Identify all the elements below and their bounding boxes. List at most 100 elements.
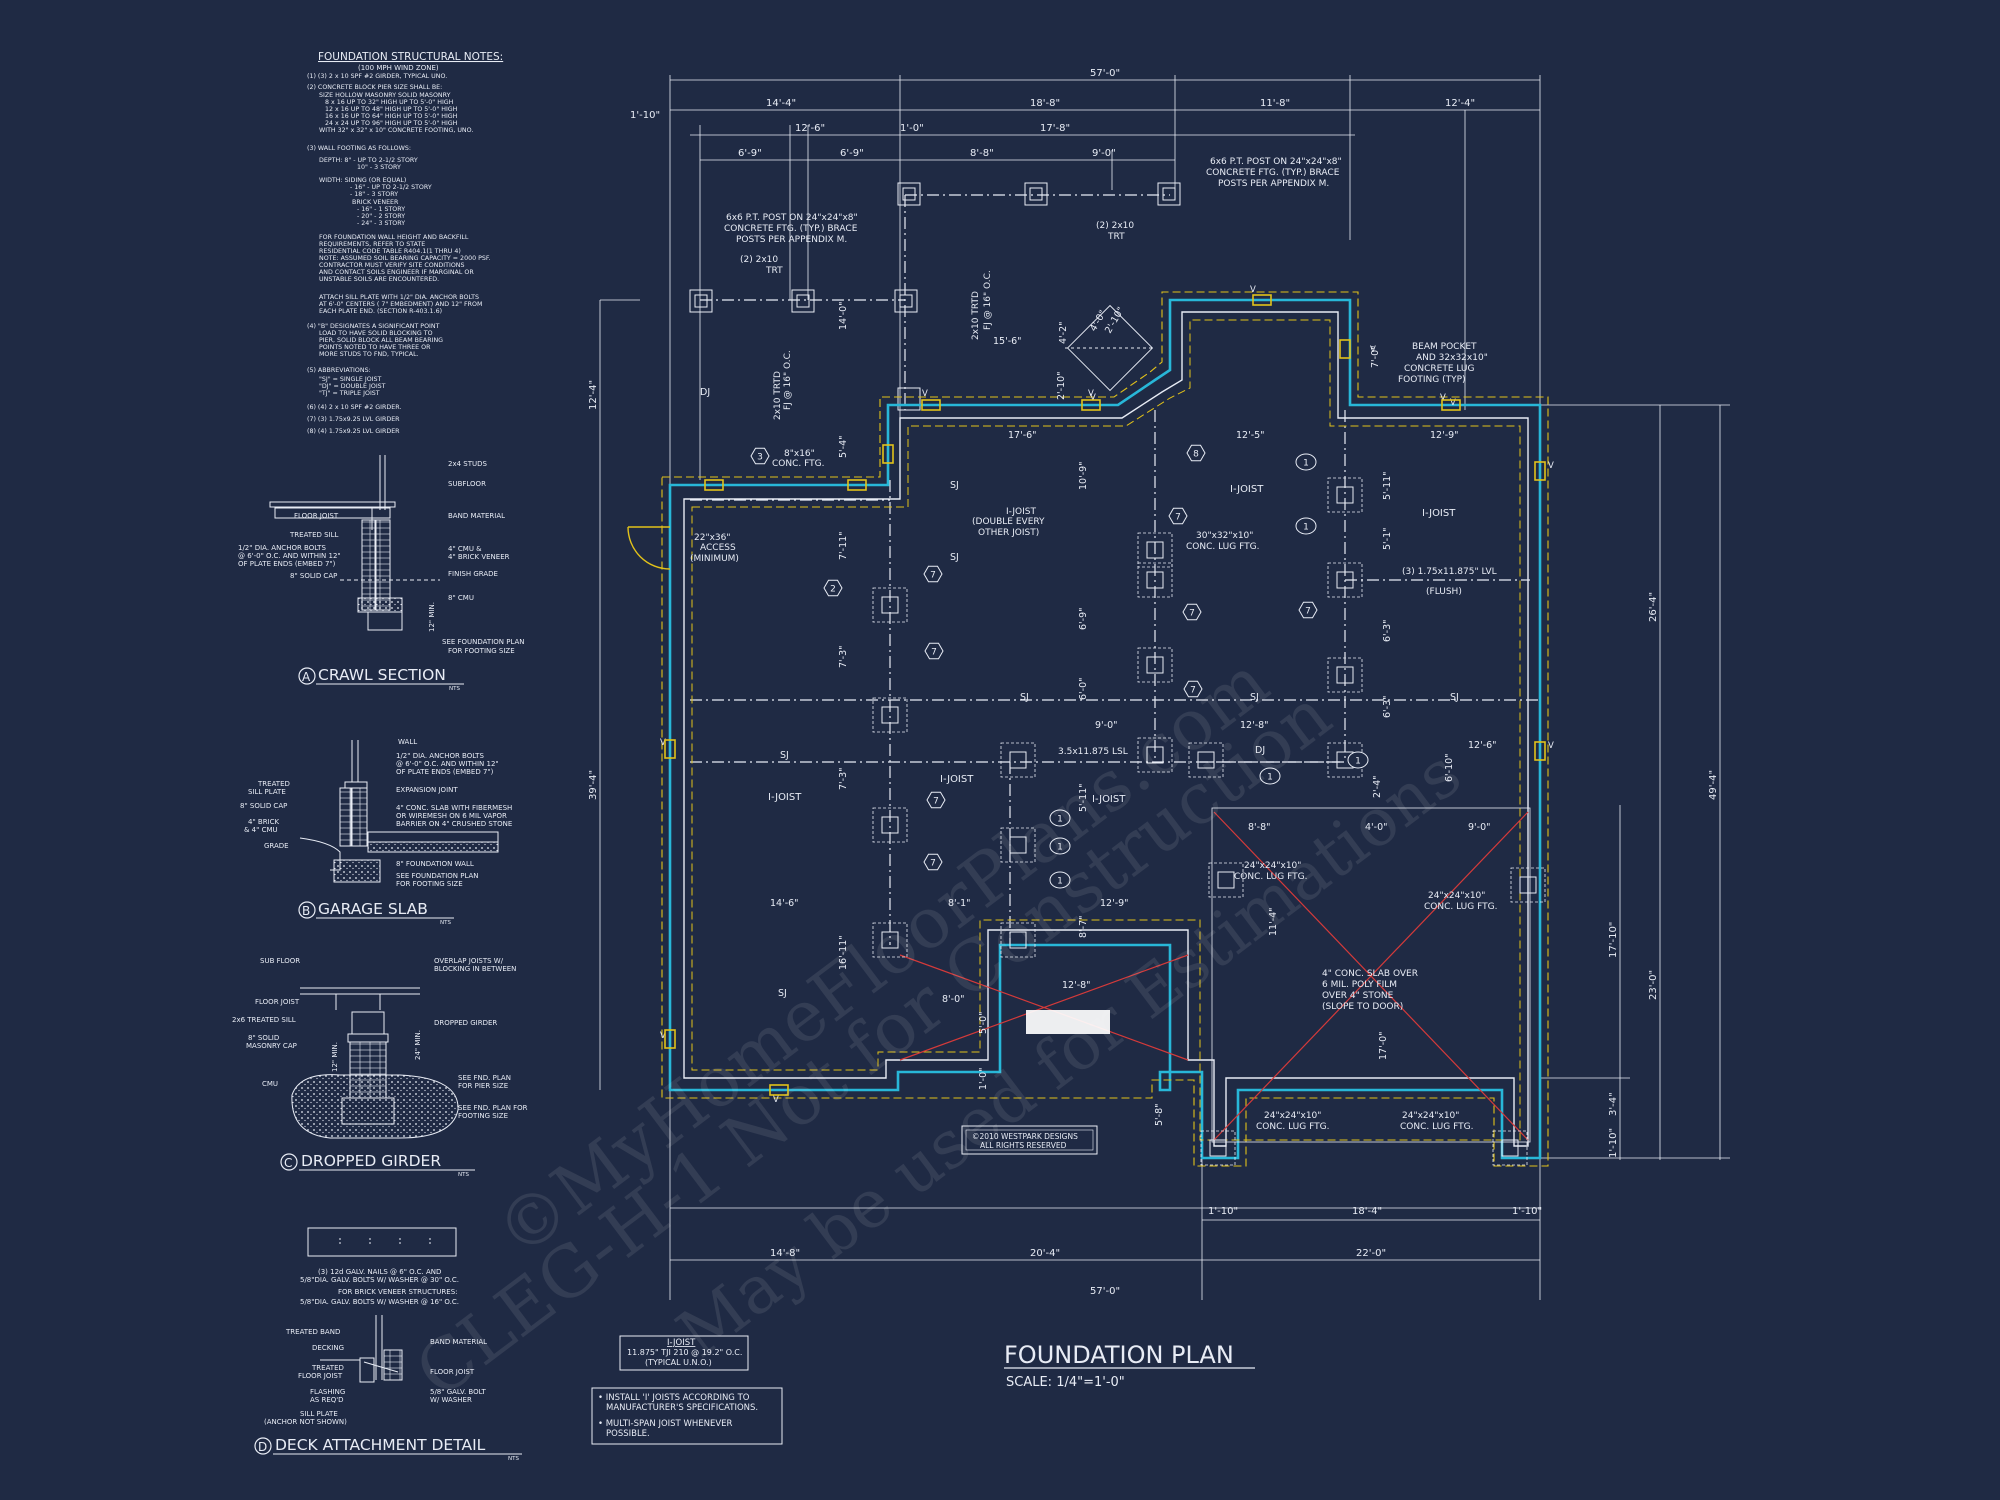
dim-inner: 7'-11" <box>838 531 849 560</box>
pier <box>1000 827 1036 863</box>
dim-inner: 2'-10" <box>1103 305 1127 335</box>
note-line: SIZE HOLLOW MASONRY SOLID MASONRY <box>319 92 451 99</box>
dim-right: 26'-4" <box>1648 592 1659 622</box>
plan-callout: 6x6 P.T. POST ON 24"x24"x8" <box>726 213 858 223</box>
dj-label: DJ <box>700 387 710 398</box>
piers <box>872 477 1546 1166</box>
plan-callout: CONCRETE LUG <box>1404 364 1475 374</box>
garage-label: EXPANSION JOINT <box>396 786 458 794</box>
dim-top: 9'-0" <box>1092 148 1116 159</box>
note-line: 16 x 16 UP TO 64" HIGH UP TO 5'-0" HIGH <box>325 113 458 120</box>
dim-inner: 12'-8" <box>1062 980 1091 991</box>
vent-label: V <box>1088 389 1094 399</box>
deck-label: FLASHING <box>310 1388 345 1396</box>
dim-top: 17'-8" <box>1040 123 1070 134</box>
ijoist-note-1: • INSTALL 'I' JOISTS ACCORDING TO <box>598 1393 750 1403</box>
plan-texts: 57'-0"14'-4"18'-8"11'-8"12'-4"1'-10"12'-… <box>588 68 1719 1297</box>
plan-callout: (DOUBLE EVERY <box>972 517 1045 527</box>
dim-bottom: 57'-0" <box>1090 1286 1120 1297</box>
footing-inner-outline <box>691 319 1521 1141</box>
dim-bottom: 1'-10" <box>1208 1206 1238 1217</box>
ijoist-legend: I-JOIST 11.875" TJI 210 @ 19.2" O.C. (TY… <box>591 1335 783 1445</box>
plan-callout: 24"x24"x10" <box>1264 1111 1321 1121</box>
sj-label: SJ <box>1450 692 1459 703</box>
note-line: BRICK VENEER <box>352 199 399 206</box>
garage-label: OF PLATE ENDS (EMBED 7") <box>396 768 494 776</box>
circle-tag-number: 1 <box>1303 459 1309 469</box>
dim-top: 14'-4" <box>766 98 796 109</box>
vent-marker <box>704 479 724 491</box>
circle-tag-number: 1 <box>1267 773 1273 783</box>
circle-tag: 1 <box>1347 751 1369 769</box>
dim-inner: 6'-3" <box>1382 696 1393 719</box>
circle-tag: 1 <box>1295 453 1317 471</box>
joist-label: I-JOIST <box>1230 484 1264 495</box>
note-line: - 24" - 3 STORY <box>357 220 405 227</box>
note-line: 10" - 3 STORY <box>357 164 401 171</box>
dim-inner: 10'-9" <box>1078 461 1089 490</box>
hex-tag-number: 7 <box>930 859 936 869</box>
crawl-label: SEE FOUNDATION PLAN <box>442 638 525 646</box>
crawl-label: FOR FOOTING SIZE <box>448 647 515 655</box>
deck-label: FOR BRICK VENEER STRUCTURES: <box>338 1288 458 1296</box>
dim-right: 3'-4" <box>1608 1092 1619 1116</box>
detail-dropped-girder <box>291 987 459 1139</box>
watermark-line-2: CLEG-H-1 Not for Construction <box>401 673 1346 1413</box>
plan-callout: CONC. LUG FTG. <box>1400 1122 1473 1132</box>
plan-callout: BEAM POCKET <box>1412 342 1477 352</box>
hex-tag: 7 <box>1168 507 1188 525</box>
hex-tag-number: 7 <box>930 571 936 581</box>
crawl-label: FINISH GRADE <box>448 570 498 578</box>
note-line: (3) WALL FOOTING AS FOLLOWS: <box>307 145 411 152</box>
garage-label: 8" SOLID CAP <box>240 802 287 810</box>
deck-label: FLOOR JOIST <box>298 1372 343 1380</box>
vent-label: V <box>1090 393 1096 403</box>
dim-inner: 1'-0" <box>978 1068 989 1091</box>
girder-label: 2x6 TREATED SILL <box>232 1016 296 1024</box>
plan-callout: 3.5x11.875 LSL <box>1058 747 1128 757</box>
vent-label: V <box>1370 345 1376 355</box>
note-line: (8) (4) 1.75x9.25 LVL GIRDER <box>307 428 400 435</box>
hex-tag-number: 3 <box>757 453 763 463</box>
plan-callout: 22"x36" <box>694 533 731 543</box>
deck-label: TREATED <box>311 1364 344 1372</box>
plan-callout: OTHER JOIST) <box>978 528 1039 538</box>
crawl-section-title: A CRAWL SECTION NTS <box>298 666 464 692</box>
crawl-label: OF PLATE ENDS (EMBED 7") <box>238 560 336 568</box>
deck-title: DECK ATTACHMENT DETAIL <box>275 1436 486 1454</box>
structural-notes: FOUNDATION STRUCTURAL NOTES: (100 MPH WI… <box>307 51 503 435</box>
dim-inner: 4'-0" <box>1365 822 1388 833</box>
dim-top: 6'-9" <box>738 148 762 159</box>
crawl-label: 4" CMU & <box>448 545 482 553</box>
crawl-label: 8" CMU <box>448 594 474 602</box>
notes-subtitle: (100 MPH WIND ZONE) <box>358 64 439 72</box>
garage-label: & 4" CMU <box>244 826 278 834</box>
dim-right: 23'-0" <box>1648 970 1659 1000</box>
note-line: (5) ABBREVIATIONS: <box>307 367 371 374</box>
crawl-label: 8" SOLID CAP <box>290 572 337 580</box>
dim-top: 1'-0" <box>900 123 924 134</box>
circle-tag: 1 <box>1295 517 1317 535</box>
dim-top: 1'-10" <box>630 110 660 121</box>
dim-inner: 8'-8" <box>1248 822 1271 833</box>
vent-label: V <box>1440 393 1446 403</box>
plan-callout: 24"x24"x10" <box>1428 891 1485 901</box>
dim-inner: 11'-4" <box>1268 907 1279 936</box>
dim-left: 12'-4" <box>588 380 599 410</box>
girder-label: FOOTING SIZE <box>458 1112 508 1120</box>
circle-tag-number: 1 <box>1057 843 1063 853</box>
dim-inner: 4'-2" <box>1058 322 1069 345</box>
note-line: "SJ" = SINGLE JOIST <box>319 376 382 383</box>
dim-bottom: 20'-4" <box>1030 1248 1060 1259</box>
dim-inner: 5'-11" <box>1382 471 1393 500</box>
dim-top: 12'-6" <box>795 123 825 134</box>
note-line: - 16" - UP TO 2-1/2 STORY <box>350 184 432 191</box>
hex-tag: 3 <box>750 447 770 465</box>
garage-label: 8" FOUNDATION WALL <box>396 860 474 868</box>
dim-top: 57'-0" <box>1090 68 1120 79</box>
vent-label: V <box>922 389 928 399</box>
plan-callout: CONC. FTG. <box>772 459 824 469</box>
girder-label: 12" MIN. <box>331 1042 339 1072</box>
